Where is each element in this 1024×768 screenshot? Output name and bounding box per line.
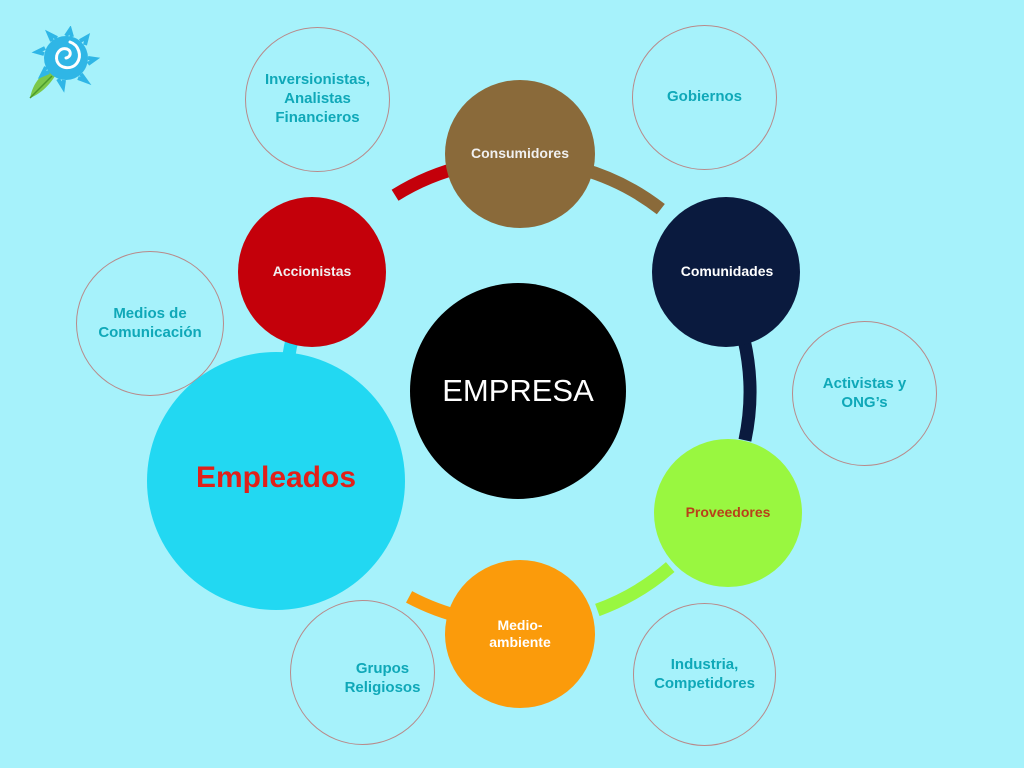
center-label: EMPRESA (442, 372, 594, 408)
node-comunidades: Comunidades (652, 197, 800, 347)
node-activistas: Activistas y ONG’s (792, 321, 937, 466)
connector-comunidades-proveedores (737, 338, 757, 442)
node-grupos-religiosos: Grupos Religiosos (290, 600, 435, 745)
center-empresa: EMPRESA (410, 283, 626, 499)
node-accionistas-label: Accionistas (272, 263, 352, 280)
node-grupos-label: Grupos Religiosos (344, 659, 421, 696)
node-inversionistas-label: Inversionistas, Analistas Financieros (264, 71, 371, 126)
spiral-leaf-logo (29, 26, 101, 99)
node-accionistas: Accionistas (238, 197, 386, 347)
node-proveedores: Proveedores (654, 439, 802, 587)
node-inversionistas: Inversionistas, Analistas Financieros (245, 27, 390, 172)
node-proveedores-label: Proveedores (685, 504, 771, 521)
node-activistas-label: Activistas y ONG’s (822, 374, 907, 411)
node-comunidades-label: Comunidades (680, 263, 774, 280)
node-medio-ambiente: Medio- ambiente (445, 560, 595, 708)
node-consumidores-label: Consumidores (470, 145, 569, 162)
node-gobiernos: Gobiernos (632, 25, 777, 170)
node-empleados-label: Empleados (195, 461, 357, 495)
connector-consumidores-comunidades (580, 162, 665, 215)
node-medio-ambiente-label: Medio- ambiente (489, 616, 551, 651)
node-consumidores: Consumidores (445, 80, 595, 228)
node-medios-comunicacion: Medios de Comunicación (76, 251, 224, 396)
node-industria-label: Industria, Competidores (654, 655, 755, 692)
node-empleados: Empleados (147, 352, 405, 610)
node-gobiernos-label: Gobiernos (666, 88, 742, 106)
node-industria: Industria, Competidores (633, 603, 776, 746)
connector-proveedores-medio (595, 562, 675, 617)
node-medios-label: Medios de Comunicación (98, 304, 202, 341)
